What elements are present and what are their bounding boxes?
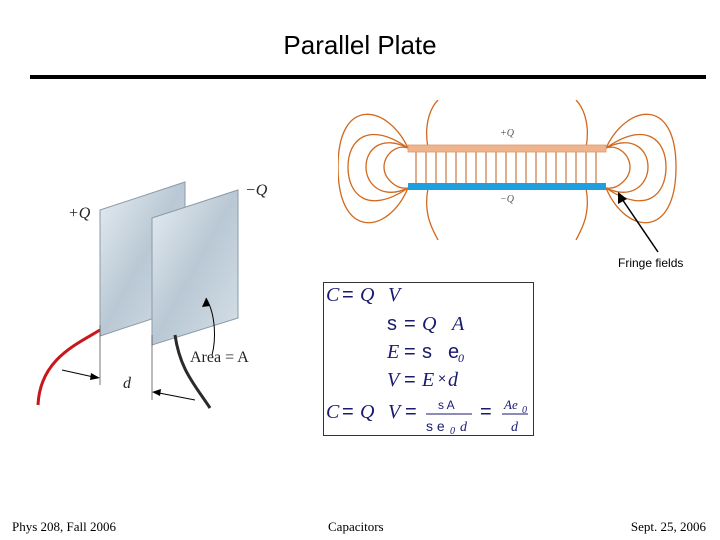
eq4-e: E (421, 369, 434, 391)
bottom-plate (408, 183, 606, 190)
fringe-field-lines (338, 100, 677, 240)
plus-q-label: +Q (68, 205, 91, 222)
interior-field-lines (415, 152, 597, 184)
parallel-plates-figure: +Q −Q Area = A d (36, 181, 268, 409)
eq2-s: s (387, 313, 397, 335)
eq5-eq1: = (342, 401, 354, 423)
eq3-e0: e (448, 341, 459, 363)
eq5-eq3: = (480, 401, 492, 423)
eq2-q: Q (422, 313, 437, 335)
footer-course: Phys 208, Fall 2006 (12, 519, 117, 534)
right-wire (173, 334, 212, 409)
separation-label: d (123, 375, 132, 392)
area-label: Area = A (190, 349, 249, 366)
fringe-pointer-arrow (618, 192, 659, 253)
eq5-frac1-den-0: 0 (450, 426, 455, 435)
eq5-frac1-den-s: s e (426, 418, 445, 434)
eq5-q: Q (360, 401, 375, 423)
eq3-eq: = (404, 341, 416, 363)
top-plate-label: +Q (500, 128, 515, 139)
eq5-frac2-den: d (511, 420, 519, 435)
eq5-eq2: = (405, 401, 417, 423)
bottom-plate-label: −Q (500, 194, 515, 205)
eq1-eq: = (342, 284, 354, 306)
eq4-times: × (438, 370, 446, 386)
eq5-frac1-den-d: d (460, 420, 468, 435)
eq5-frac2-num: Ae (503, 397, 518, 412)
eq2-eq: = (404, 313, 416, 335)
slide-title: Parallel Plate (283, 30, 437, 60)
eq5-frac2-num-0: 0 (522, 405, 527, 416)
eq5-v: V (388, 401, 403, 423)
title-underline (30, 75, 706, 79)
left-wire (36, 328, 101, 406)
minus-q-label: −Q (245, 182, 268, 199)
eq5-frac1-num: s A (438, 398, 455, 412)
eq4-d: d (448, 369, 459, 391)
eq3-e: E (386, 341, 399, 363)
top-plate (407, 144, 607, 153)
field-lines-figure: +Q −Q (338, 100, 677, 240)
eq4-v: V (387, 369, 402, 391)
eq2-a: A (450, 313, 465, 335)
footer-date: Sept. 25, 2006 (630, 519, 706, 534)
equations-box: C = Q V s = Q A E = s e 0 V = E × d C = … (323, 282, 534, 436)
eq4-eq: = (404, 369, 416, 391)
eq3-s: s (422, 341, 432, 363)
front-plate (151, 189, 239, 346)
eq1-lhs: C (326, 284, 340, 306)
eq3-sub0: 0 (458, 351, 464, 365)
fringe-fields-label: Fringe fields (618, 256, 684, 270)
eq5-lhs: C (326, 401, 340, 423)
footer-topic: Capacitors (328, 519, 384, 534)
eq1-v: V (388, 284, 403, 306)
eq1-q: Q (360, 284, 375, 306)
